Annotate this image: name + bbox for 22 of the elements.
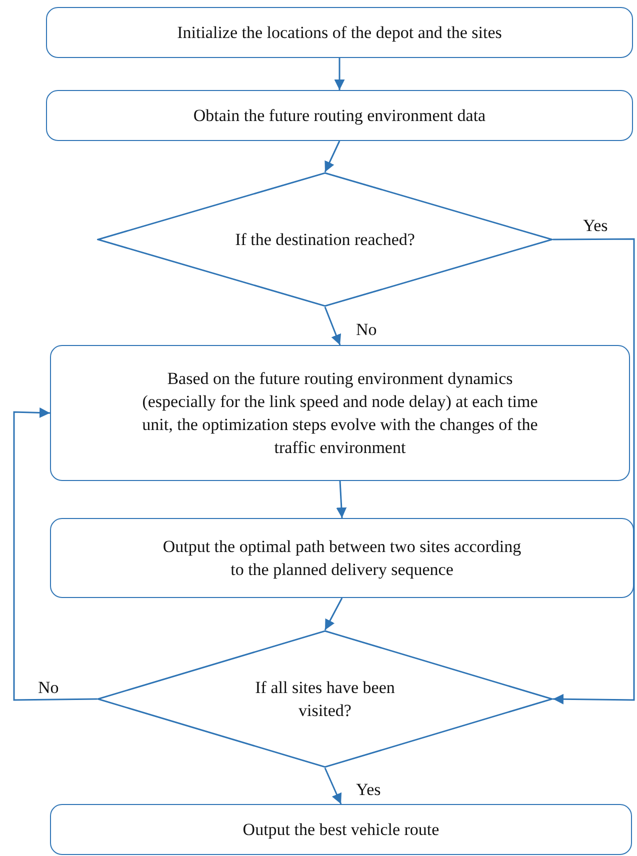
node-text: Based on the future routing environment dynamics (especially for the link speed and node delay) at each time unit, the optimization steps evolve with the changes of the traffic environment xyxy=(141,368,539,459)
process-box xyxy=(46,90,633,141)
node-text: Obtain the future routing environment data xyxy=(193,105,486,127)
arrow xyxy=(336,480,347,518)
node-text: If all sites have been visited? xyxy=(254,677,396,722)
process-box xyxy=(50,804,632,855)
process-box xyxy=(50,345,630,481)
arrow xyxy=(324,306,342,346)
arrow xyxy=(13,407,97,701)
process-box xyxy=(50,518,634,598)
node-text: If the destination reached? xyxy=(235,229,415,251)
decision-diamond xyxy=(97,172,553,307)
arrow xyxy=(324,598,343,630)
arrow xyxy=(324,140,340,172)
arrow xyxy=(334,58,345,90)
node-text: Initialize the locations of the depot and the sites xyxy=(177,22,502,44)
decision-diamond xyxy=(97,630,553,768)
node-text: Output the optimal path between two sites according to the planned delivery sequence xyxy=(162,536,522,581)
arrow xyxy=(553,238,635,704)
arrow xyxy=(324,768,342,804)
node-text: Output the best vehicle route xyxy=(242,819,440,841)
process-box xyxy=(46,7,633,58)
